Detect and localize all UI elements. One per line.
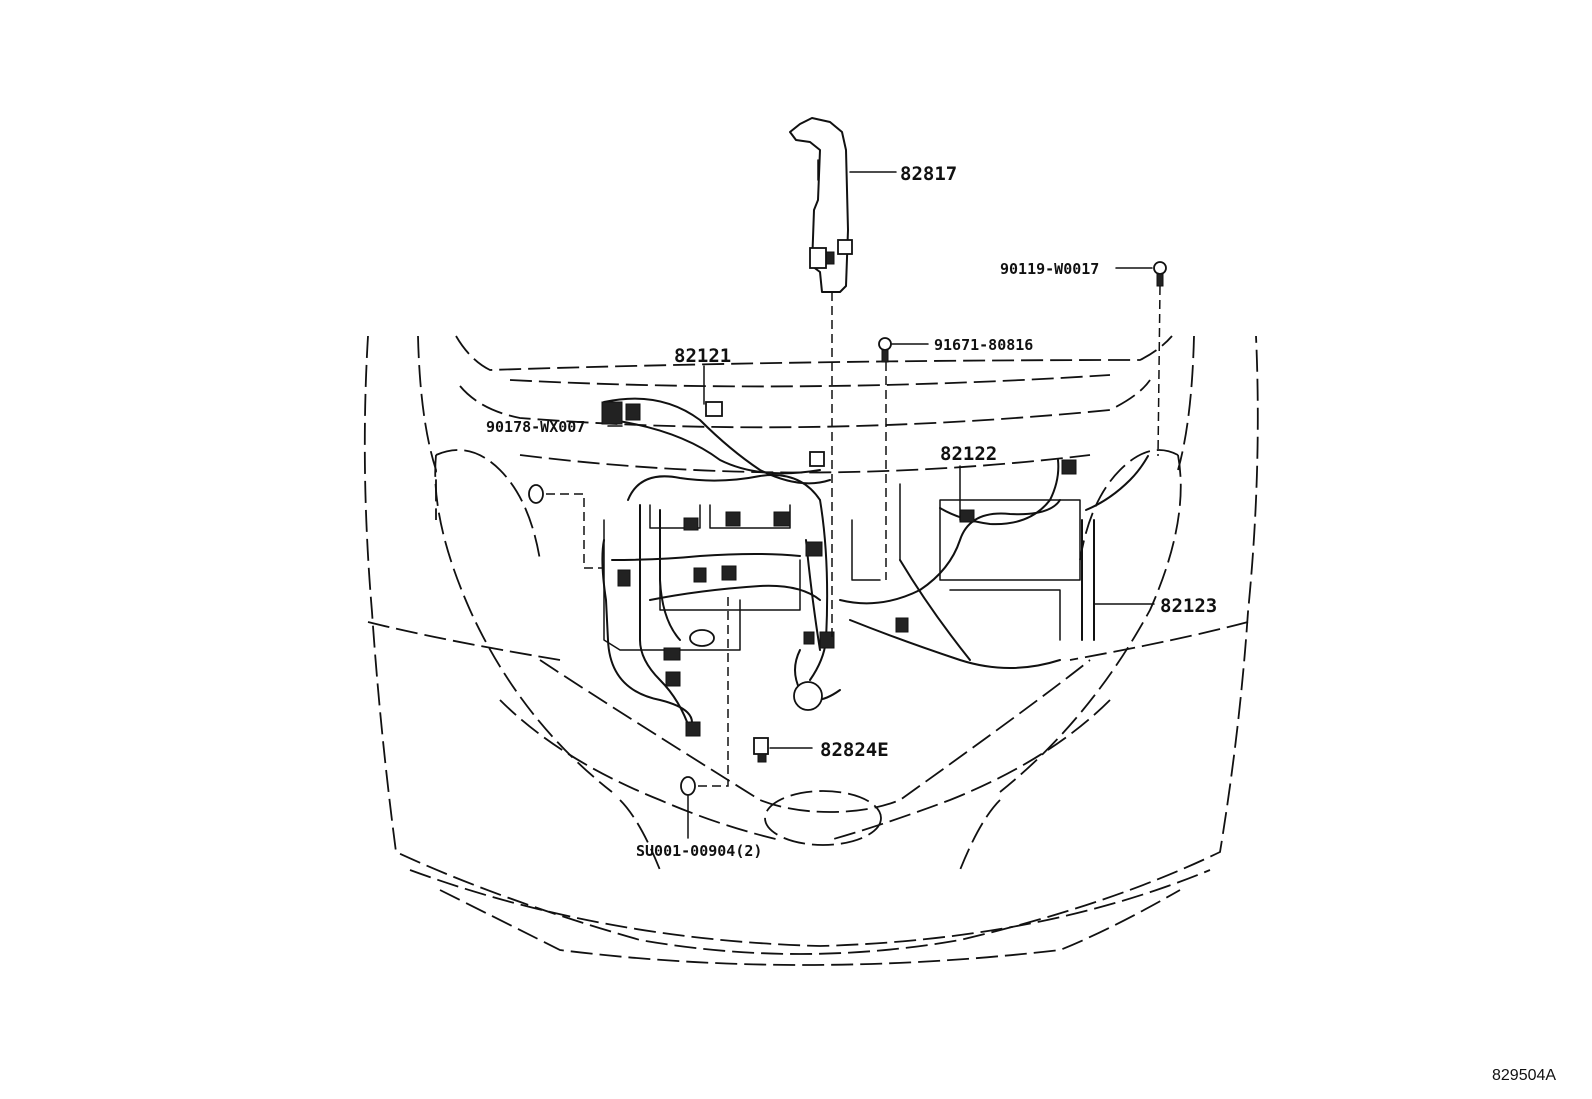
clip-90178-icon xyxy=(528,484,544,504)
guide-90119 xyxy=(1157,285,1161,457)
engine-bay-harness xyxy=(601,397,1149,737)
clip-su001-icon xyxy=(680,776,696,796)
part-82817-bracket xyxy=(789,117,853,293)
label-82121: 82121 xyxy=(674,345,731,367)
vehicle-front-outline xyxy=(363,335,1259,966)
label-su001-00904: SU001-00904(2) xyxy=(636,842,762,860)
bolt-91671-icon xyxy=(878,337,892,363)
sensor-82824e-icon xyxy=(753,737,769,763)
diagram-reference-code: 829504A xyxy=(1492,1067,1556,1084)
label-82123: 82123 xyxy=(1160,595,1217,617)
label-91671-80816: 91671-80816 xyxy=(934,336,1033,354)
label-82824e: 82824E xyxy=(820,739,889,761)
label-82817: 82817 xyxy=(900,163,957,185)
label-82122: 82122 xyxy=(940,443,997,465)
guide-90178 xyxy=(546,493,604,569)
label-90119-w0017: 90119-W0017 xyxy=(1000,260,1099,278)
bolt-90119-icon xyxy=(1153,261,1167,287)
label-90178-wx007: 90178-WX007 xyxy=(486,418,585,436)
guide-su001 xyxy=(698,596,729,787)
